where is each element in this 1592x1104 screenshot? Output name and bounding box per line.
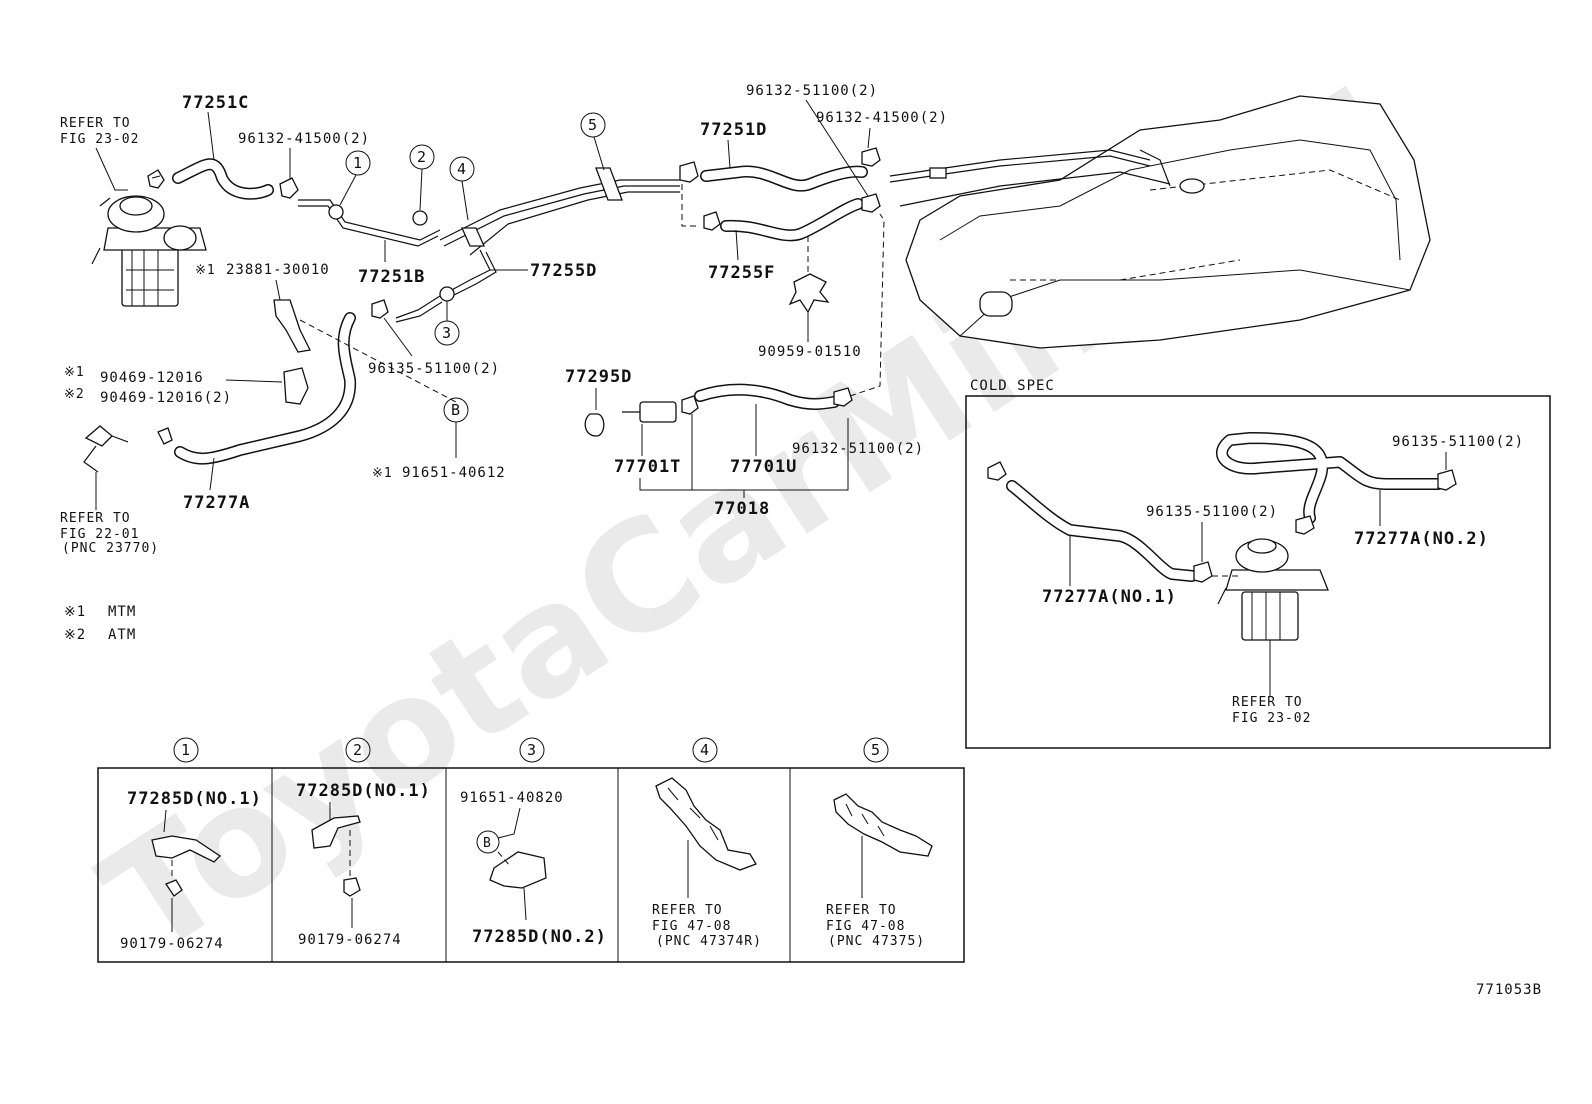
svg-text:77285D(NO.1): 77285D(NO.1) xyxy=(296,781,431,801)
svg-text:2: 2 xyxy=(353,741,362,759)
svg-text:※2: ※2 xyxy=(64,387,85,402)
svg-text:REFER TO: REFER TO xyxy=(826,903,897,918)
svg-text:77295D: 77295D xyxy=(565,367,632,387)
label-96132-51100-mid: 96132-51100(2) xyxy=(792,441,924,457)
svg-text:90179-06274: 90179-06274 xyxy=(298,932,402,948)
hose-77251D: 77251D xyxy=(700,120,868,192)
svg-text:5: 5 xyxy=(871,741,880,759)
label-77277A: 77277A xyxy=(183,493,250,513)
callout-b: B ※1 91651-40612 xyxy=(372,397,506,481)
clip-icon xyxy=(157,299,389,445)
svg-text:B: B xyxy=(483,836,492,851)
callout-4: 4 xyxy=(449,156,475,221)
clip-icon xyxy=(679,147,881,231)
band-90959-01510: 90959-01510 xyxy=(758,236,862,360)
cold-spec-panel: COLD SPEC 96135-51100(2) 96135-51100(2) … xyxy=(965,378,1551,749)
svg-text:※1: ※1 xyxy=(64,604,86,620)
svg-text:90179-06274: 90179-06274 xyxy=(120,936,224,952)
detail-2: 2 77285D(NO.1) 90179-06274 xyxy=(296,737,431,948)
label-77251C: 77251C xyxy=(182,93,249,113)
svg-text:77701U: 77701U xyxy=(730,457,797,477)
svg-text:※1: ※1 xyxy=(195,263,216,278)
svg-text:FIG 23-02: FIG 23-02 xyxy=(60,132,139,147)
cold-spec-title: COLD SPEC xyxy=(970,378,1055,394)
svg-text:1: 1 xyxy=(353,154,362,172)
svg-text:1: 1 xyxy=(181,741,190,759)
hose-77255F: 77255F xyxy=(708,198,864,283)
detail-3: 3 91651-40820 B 77285D(NO.2) xyxy=(460,737,607,947)
svg-text:90469-12016(2): 90469-12016(2) xyxy=(100,390,232,406)
clip-icon xyxy=(147,169,165,189)
hose-77251C: 77251C xyxy=(172,93,274,200)
label-96135-51100: 96135-51100(2) xyxy=(368,361,500,377)
detail-4: 4 REFER TO FIG 47-08 (PNC 47374R) xyxy=(652,737,762,949)
svg-text:77285D(NO.1): 77285D(NO.1) xyxy=(127,789,262,809)
fitting-fig-22-01: REFER TO FIG 22-01 (PNC 23770) xyxy=(60,425,159,556)
svg-text:FIG 22-01: FIG 22-01 xyxy=(60,527,139,542)
svg-text:FIG 47-08: FIG 47-08 xyxy=(652,919,731,934)
bracket-23881-30010: ※1 23881-30010 xyxy=(195,262,330,353)
svg-text:91651-40820: 91651-40820 xyxy=(460,790,564,806)
svg-text:ATM: ATM xyxy=(108,627,136,643)
svg-text:(PNC 23770): (PNC 23770) xyxy=(62,541,159,556)
svg-text:5: 5 xyxy=(588,116,597,134)
label-77255F: 77255F xyxy=(708,263,775,283)
svg-text:(PNC 47375): (PNC 47375) xyxy=(828,934,925,949)
detail-panels xyxy=(97,767,965,963)
svg-text:4: 4 xyxy=(457,160,466,178)
svg-text:FIG 47-08: FIG 47-08 xyxy=(826,919,905,934)
svg-text:23881-30010: 23881-30010 xyxy=(226,262,330,278)
callout-2: 2 xyxy=(409,144,435,211)
svg-text:REFER TO: REFER TO xyxy=(60,116,131,131)
svg-text:3: 3 xyxy=(442,324,451,342)
label-96132-41500-b: 96132-41500(2) xyxy=(816,110,948,126)
cold-label-96135-b: 96135-51100(2) xyxy=(1146,504,1278,520)
clip-icon xyxy=(279,177,299,199)
svg-text:77285D(NO.2): 77285D(NO.2) xyxy=(472,927,607,947)
svg-text:(PNC 47374R): (PNC 47374R) xyxy=(656,934,762,949)
vent-assembly-77018: 77295D 77701T 77701U 77018 xyxy=(565,367,853,519)
svg-text:REFER TO: REFER TO xyxy=(652,903,723,918)
cold-label-77277A-no1: 77277A(NO.1) xyxy=(1042,587,1177,607)
svg-text:REFER TO: REFER TO xyxy=(60,511,131,526)
svg-text:4: 4 xyxy=(700,741,709,759)
fuel-filter-top-left xyxy=(91,195,207,307)
cold-label-77277A-no2: 77277A(NO.2) xyxy=(1354,529,1489,549)
detail-1: 1 77285D(NO.1) 90179-06274 xyxy=(120,737,262,952)
fuel-tube-bundle xyxy=(439,167,680,256)
clamp-90469: ※1 90469-12016 ※2 90469-12016(2) xyxy=(64,365,309,406)
svg-text:77018: 77018 xyxy=(714,499,770,519)
callout-5: 5 xyxy=(580,112,606,171)
svg-text:※1: ※1 xyxy=(372,466,393,481)
svg-text:※1: ※1 xyxy=(64,365,85,380)
svg-text:REFER TO: REFER TO xyxy=(1232,695,1303,710)
fuel-tank xyxy=(889,95,1431,349)
diagram-code: 771053B xyxy=(1476,982,1542,998)
svg-text:B: B xyxy=(451,401,460,419)
svg-text:※2: ※2 xyxy=(64,627,86,643)
detail-5: 5 REFER TO FIG 47-08 (PNC 47375) xyxy=(826,737,933,949)
label-77251B: 77251B xyxy=(358,267,425,287)
label-96132-51100-top: 96132-51100(2) xyxy=(746,83,878,99)
ref-fig-23-02-top: REFER TO FIG 23-02 xyxy=(60,116,139,191)
callout-1: 1 xyxy=(339,150,371,206)
legend: ※1 MTM ※2 ATM xyxy=(64,604,136,643)
svg-text:91651-40612: 91651-40612 xyxy=(402,465,506,481)
cold-label-96135-a: 96135-51100(2) xyxy=(1392,434,1524,450)
svg-text:3: 3 xyxy=(527,741,536,759)
hose-77277A: 77277A xyxy=(174,312,357,513)
tube-77251B: 77251B xyxy=(298,199,441,287)
label-77255D: 77255D xyxy=(530,261,597,281)
callout-3: 3 xyxy=(434,301,460,346)
svg-text:MTM: MTM xyxy=(108,604,136,620)
svg-text:90469-12016: 90469-12016 xyxy=(100,370,204,386)
svg-text:2: 2 xyxy=(417,148,426,166)
svg-text:90959-01510: 90959-01510 xyxy=(758,344,862,360)
tube-77255D: 77255D xyxy=(395,249,597,323)
svg-text:FIG 23-02: FIG 23-02 xyxy=(1232,711,1311,726)
label-96132-41500-a: 96132-41500(2) xyxy=(238,131,370,147)
label-77251D: 77251D xyxy=(700,120,767,140)
svg-text:77701T: 77701T xyxy=(614,457,681,477)
